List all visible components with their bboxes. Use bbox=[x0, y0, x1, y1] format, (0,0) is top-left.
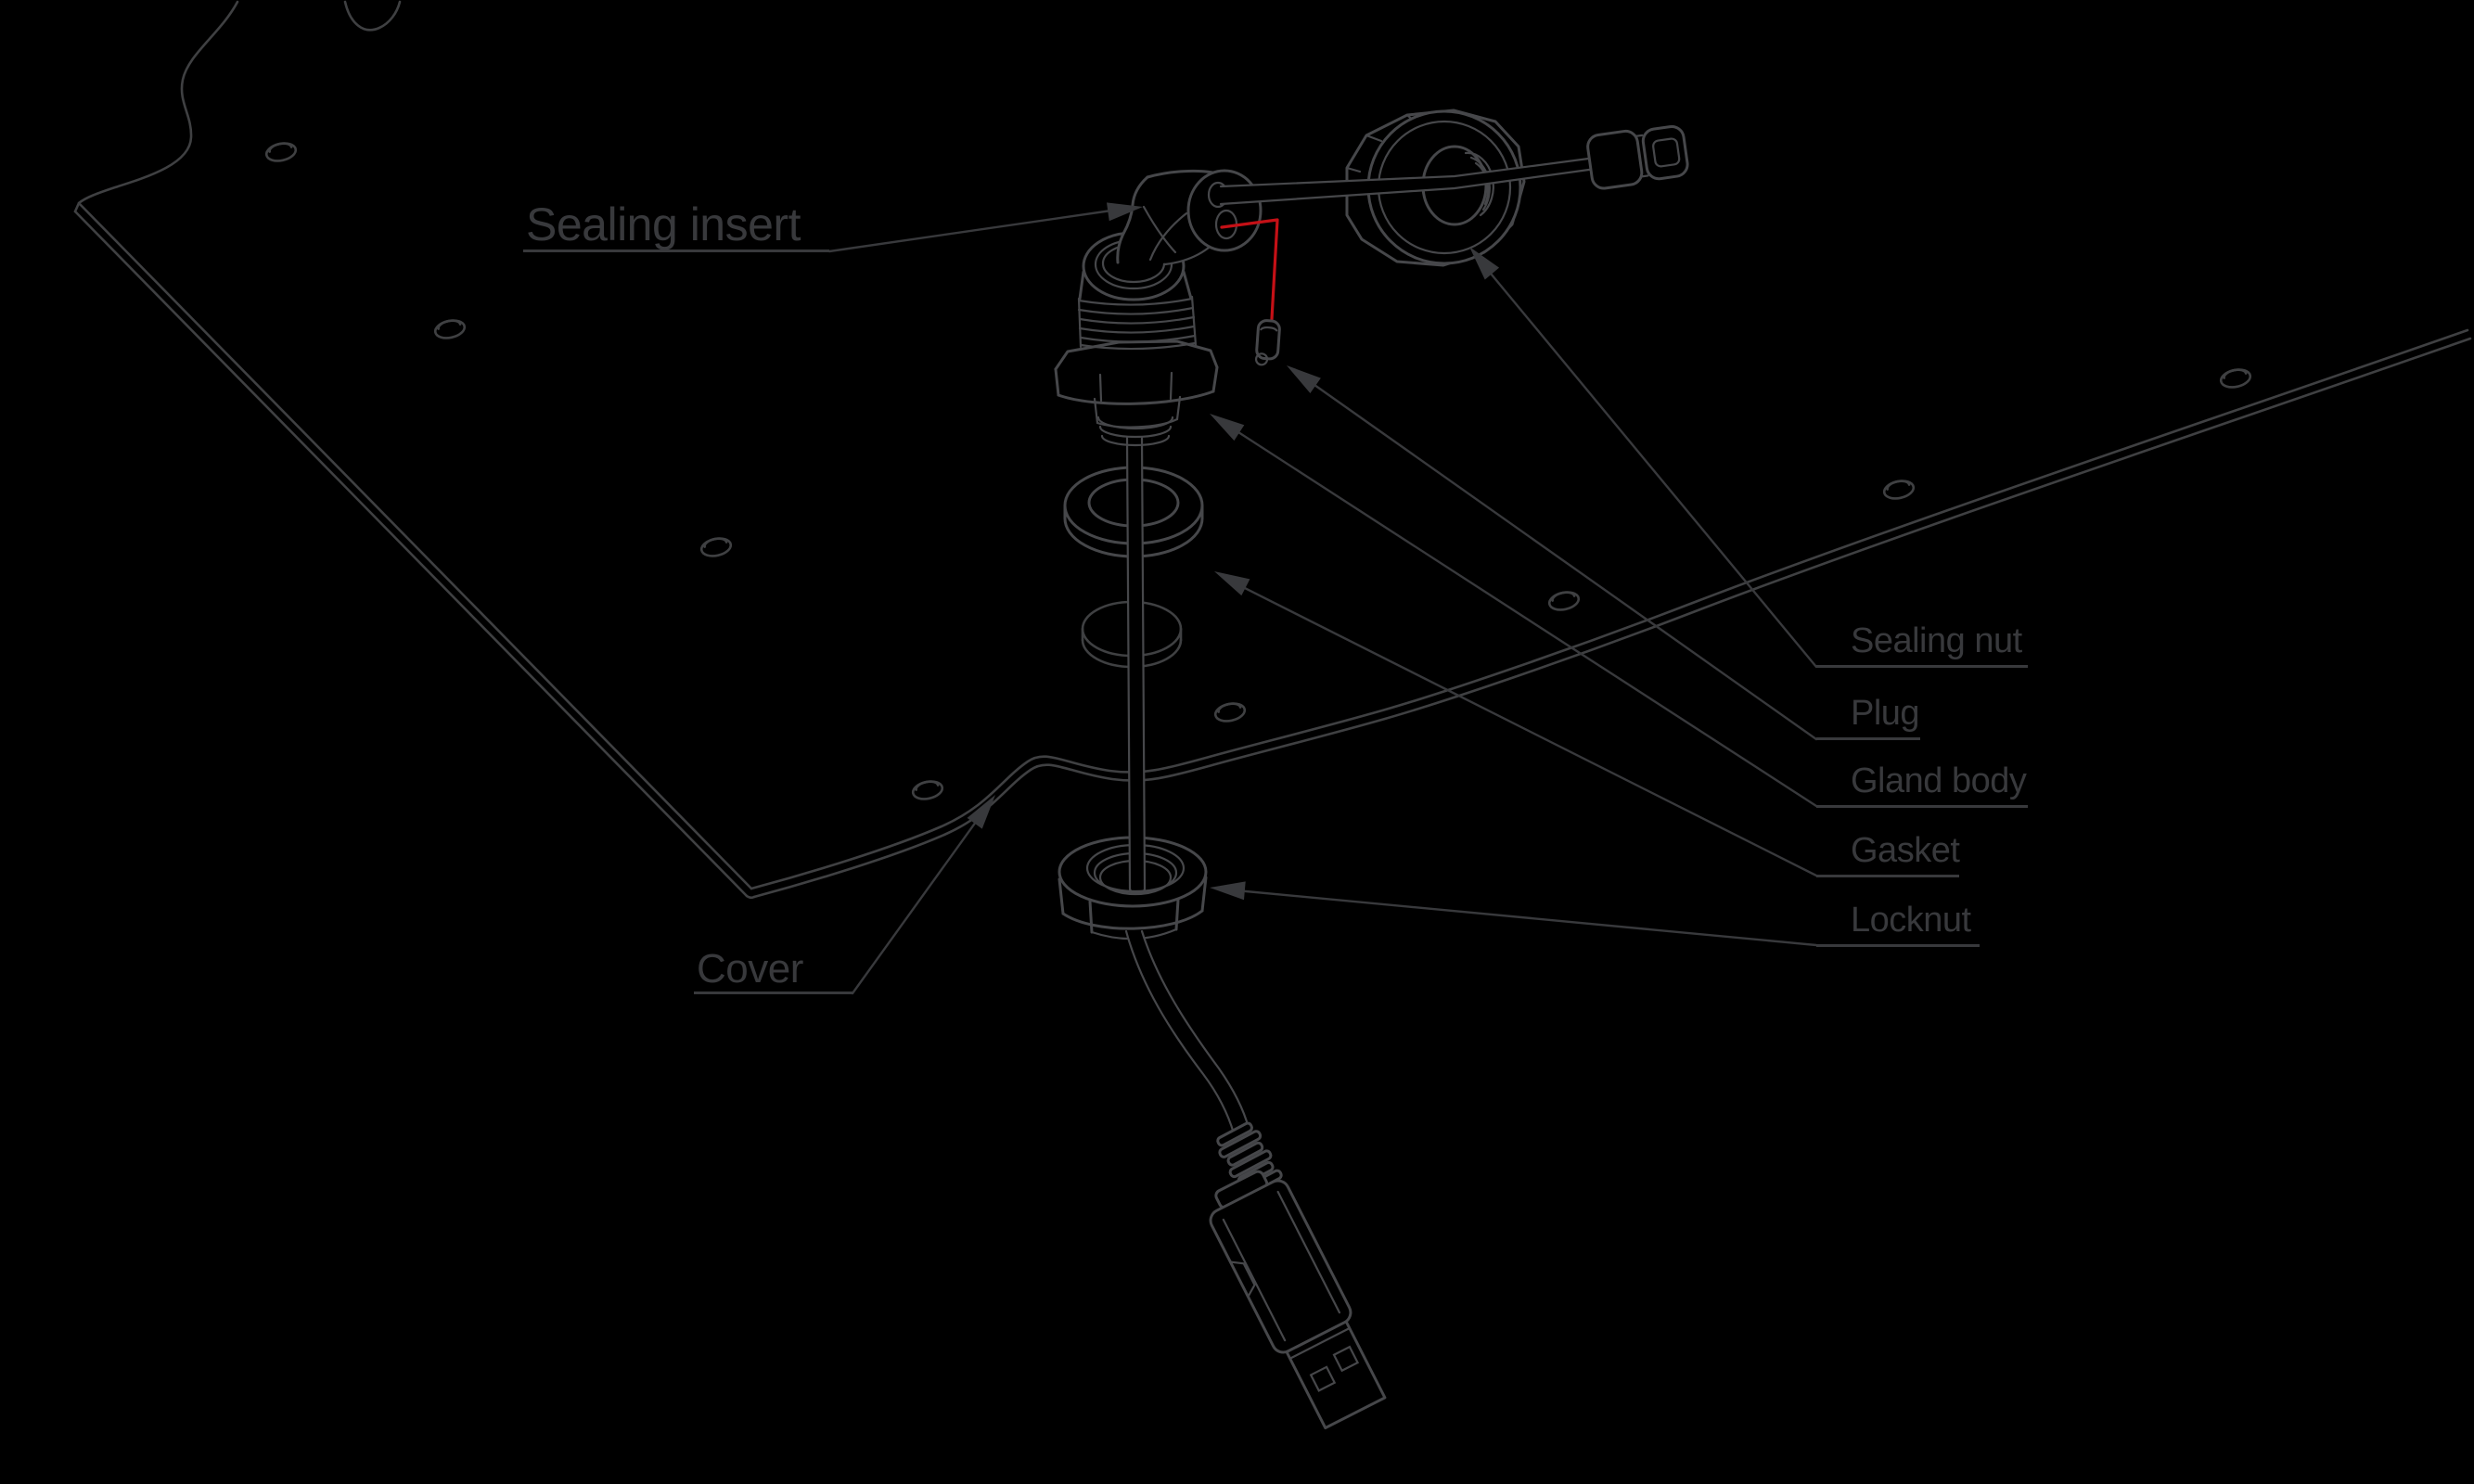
arrow-sealing-insert-icon bbox=[1106, 202, 1143, 222]
arrow-sealing-nut-icon bbox=[1469, 247, 1500, 280]
arrow-gland-body-icon bbox=[1210, 414, 1245, 441]
arrow-plug-icon bbox=[1287, 365, 1321, 393]
label-sealing-nut: Sealing nut bbox=[1816, 621, 2028, 668]
label-gland-body-text: Gland body bbox=[1851, 761, 2027, 800]
arrow-locknut-icon bbox=[1210, 881, 1246, 901]
label-cover-text: Cover bbox=[697, 946, 803, 991]
usb-connector bbox=[1209, 1170, 1387, 1430]
screw-holes bbox=[264, 142, 2252, 800]
cover-plate bbox=[73, 0, 2472, 900]
label-plug: Plug bbox=[1816, 694, 1920, 740]
usb-metal-shell bbox=[1285, 1320, 1387, 1430]
gland-lower-neck bbox=[1093, 395, 1182, 447]
cable-lower bbox=[1124, 929, 1250, 1135]
arrow-cover-icon bbox=[967, 795, 995, 829]
cable-vertical bbox=[1125, 436, 1147, 895]
label-locknut-text: Locknut bbox=[1851, 901, 1971, 940]
label-gasket: Gasket bbox=[1816, 831, 1960, 877]
label-plug-text: Plug bbox=[1851, 694, 1920, 733]
label-cover: Cover bbox=[694, 946, 853, 994]
arrow-gasket-icon bbox=[1214, 571, 1250, 596]
label-gland-body: Gland body bbox=[1816, 761, 2028, 808]
cable-horizontal bbox=[1219, 156, 1597, 206]
label-sealing-nut-text: Sealing nut bbox=[1851, 621, 2022, 660]
label-sealing-insert: Sealing insert bbox=[523, 200, 829, 252]
label-gasket-text: Gasket bbox=[1851, 831, 1960, 870]
plug-part bbox=[1254, 319, 1281, 366]
label-sealing-insert-text: Sealing insert bbox=[526, 198, 801, 250]
connector-tip bbox=[1586, 124, 1689, 190]
label-locknut: Locknut bbox=[1816, 902, 1980, 947]
plug-wire bbox=[1220, 218, 1279, 321]
sealing-insert-part bbox=[1116, 169, 1263, 269]
gland-hex-flange bbox=[1054, 339, 1219, 405]
leader-lines bbox=[827, 208, 1818, 995]
leader-arrowheads bbox=[967, 202, 1500, 901]
